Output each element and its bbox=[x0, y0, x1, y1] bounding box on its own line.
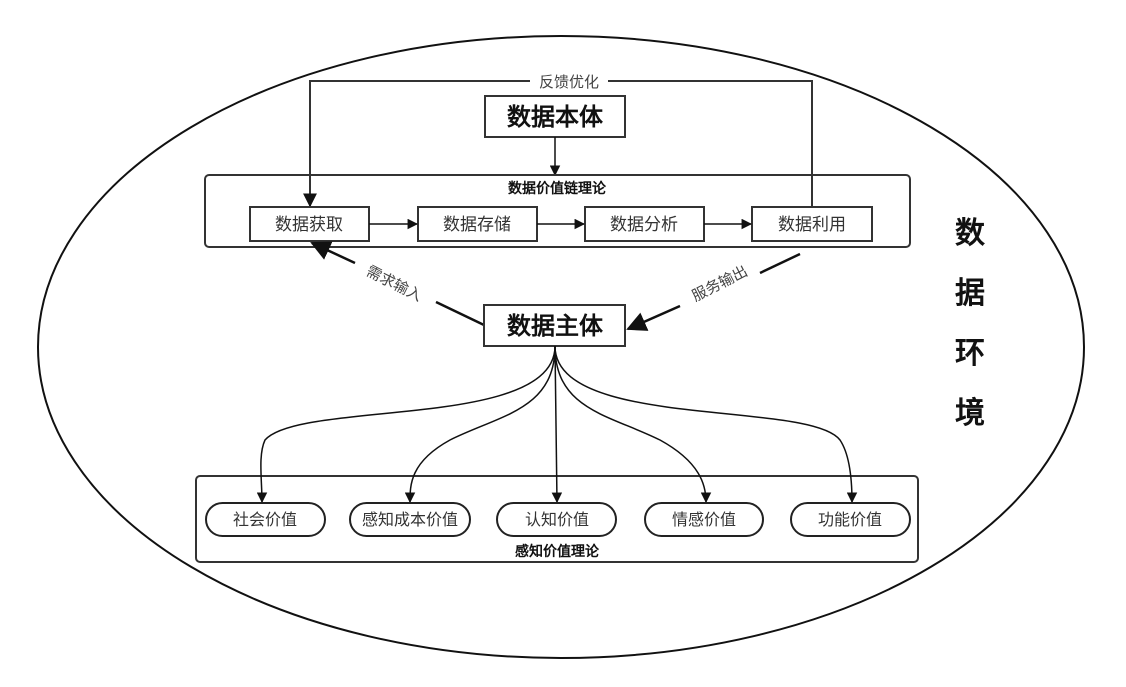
data-environment-ellipse bbox=[37, 35, 1085, 659]
perceived-value-title: 感知价值理论 bbox=[515, 543, 600, 560]
service-output-arrow-tail bbox=[759, 252, 801, 275]
value-perceived-cost[interactable]: 感知成本价值 bbox=[349, 502, 471, 537]
service-output-arrow-head bbox=[626, 304, 681, 331]
value-label: 认知价值 bbox=[525, 510, 589, 529]
demand-input-arrow-head bbox=[310, 241, 356, 265]
data-ontology-node[interactable]: 数据本体 bbox=[484, 95, 626, 138]
data-subject-node[interactable]: 数据主体 bbox=[483, 304, 626, 347]
feedback-loop-line-left bbox=[303, 80, 530, 208]
chain-step-label: 数据存储 bbox=[443, 215, 511, 235]
chain-step-label: 数据利用 bbox=[778, 215, 846, 235]
data-ontology-label: 数据本体 bbox=[507, 103, 604, 131]
demand-input-arrow-tail bbox=[435, 300, 485, 327]
environment-char: 环 bbox=[955, 336, 985, 371]
environment-char: 数 bbox=[955, 216, 986, 251]
subject-to-social-value-curve bbox=[256, 345, 556, 504]
value-chain-title: 数据价值链理论 bbox=[508, 180, 607, 197]
chain-step-utilization[interactable]: 数据利用 bbox=[751, 206, 873, 242]
subject-to-functional-value-curve bbox=[554, 345, 858, 504]
chain-step-acquisition[interactable]: 数据获取 bbox=[249, 206, 370, 242]
value-label: 社会价值 bbox=[233, 510, 297, 529]
chain-step-label: 数据获取 bbox=[275, 215, 343, 235]
value-social[interactable]: 社会价值 bbox=[205, 502, 326, 537]
environment-label: 数 据 环 境 bbox=[955, 216, 986, 431]
value-label: 功能价值 bbox=[818, 510, 882, 529]
value-label: 情感价值 bbox=[672, 510, 736, 529]
value-label: 感知成本价值 bbox=[362, 510, 458, 529]
chain-step-label: 数据分析 bbox=[610, 215, 678, 235]
environment-char: 据 bbox=[955, 276, 985, 311]
subject-to-cognitive-value-curve bbox=[551, 345, 563, 504]
value-functional[interactable]: 功能价值 bbox=[790, 502, 911, 537]
subject-to-cost-value-curve bbox=[404, 345, 556, 504]
environment-char: 境 bbox=[955, 396, 985, 431]
feedback-label: 反馈优化 bbox=[539, 73, 599, 91]
data-subject-label: 数据主体 bbox=[507, 312, 604, 340]
value-cognitive[interactable]: 认知价值 bbox=[496, 502, 617, 537]
feedback-loop-line-right bbox=[608, 80, 813, 207]
demand-input-label: 需求输入 bbox=[363, 262, 425, 305]
value-emotional[interactable]: 情感价值 bbox=[644, 502, 764, 537]
subject-to-emotional-value-curve bbox=[554, 345, 712, 504]
service-output-label: 服务输出 bbox=[689, 262, 751, 305]
chain-step-storage[interactable]: 数据存储 bbox=[417, 206, 538, 242]
value-chain-container: 数据价值链理论 bbox=[204, 174, 911, 248]
chain-step-analysis[interactable]: 数据分析 bbox=[584, 206, 705, 242]
